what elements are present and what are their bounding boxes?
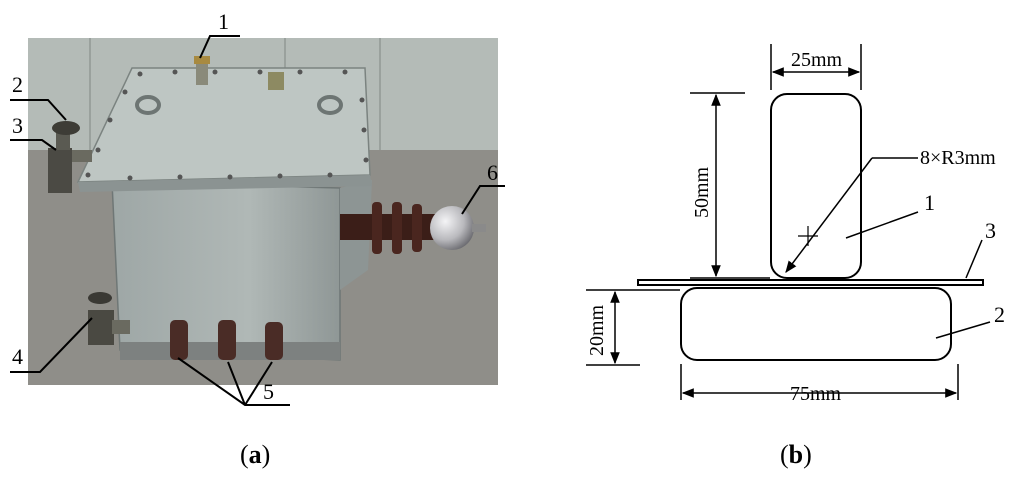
caption-a: (a) bbox=[240, 440, 270, 469]
callout-label-2: 2 bbox=[12, 72, 23, 97]
callout-leader-b1 bbox=[845, 211, 919, 239]
tank-lid-edge bbox=[78, 175, 372, 192]
left-valves bbox=[48, 121, 92, 193]
callout-leader-4 bbox=[10, 317, 93, 373]
callout-leader-1 bbox=[199, 35, 240, 59]
bottom-terminals bbox=[170, 320, 283, 360]
lifting-lug bbox=[135, 95, 161, 115]
part-label-3: 3 bbox=[985, 218, 996, 243]
caption-b: (b) bbox=[780, 440, 812, 469]
bottom-valve bbox=[88, 292, 130, 345]
dim-label-radius: 8×R3mm bbox=[920, 147, 996, 169]
photo-panel bbox=[28, 38, 498, 385]
dim-label-20mm: 20mm bbox=[586, 304, 608, 356]
top-valve-fitting bbox=[196, 60, 208, 85]
callout-leader-3 bbox=[10, 139, 57, 151]
brass-plug bbox=[268, 72, 284, 90]
lifting-lug bbox=[317, 95, 343, 115]
callout-label-3: 3 bbox=[12, 113, 23, 138]
callout-leader-2 bbox=[10, 99, 67, 121]
callout-label-4: 4 bbox=[12, 344, 23, 369]
part-label-1: 1 bbox=[924, 190, 935, 215]
insulating-sheet-3 bbox=[637, 279, 984, 286]
high-voltage-bushing bbox=[340, 202, 486, 254]
dim-label-50mm: 50mm bbox=[691, 166, 713, 218]
callout-leader-6 bbox=[461, 185, 505, 215]
lid-bolts bbox=[85, 69, 369, 181]
callout-label-6: 6 bbox=[487, 160, 498, 185]
drawing-panel bbox=[586, 44, 991, 400]
radius-leader bbox=[785, 157, 873, 273]
callout-label-1: 1 bbox=[218, 9, 229, 34]
dim-label-25mm: 25mm bbox=[791, 49, 843, 71]
photo-callouts bbox=[10, 35, 505, 406]
callout-leader-b3 bbox=[965, 239, 983, 279]
dim-label-75mm: 75mm bbox=[790, 383, 842, 405]
callout-leader-b2 bbox=[935, 321, 991, 339]
callout-leader-5 bbox=[177, 357, 290, 406]
electrode-1 bbox=[770, 93, 862, 279]
top-valve-cap bbox=[194, 56, 210, 64]
electrode-2 bbox=[680, 287, 952, 361]
part-label-2: 2 bbox=[994, 302, 1005, 327]
callout-label-5: 5 bbox=[263, 379, 274, 404]
